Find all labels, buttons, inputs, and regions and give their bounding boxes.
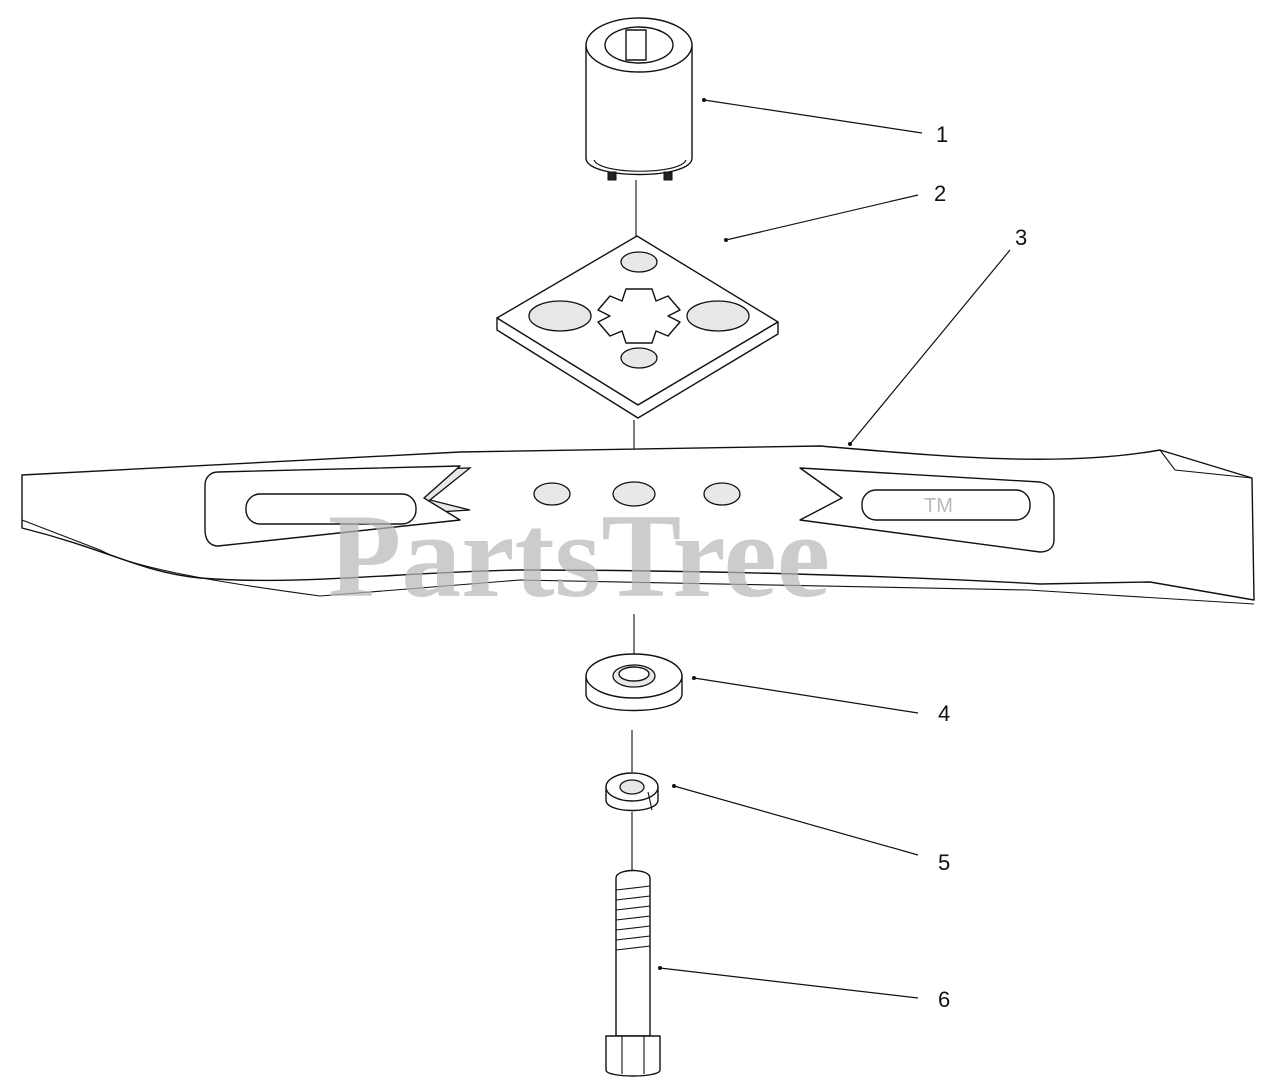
callout-1: 1: [936, 122, 948, 147]
leader-lines: [658, 98, 1011, 999]
part-1-spacer: [585, 17, 693, 181]
callout-2: 2: [934, 181, 946, 206]
callout-3: 3: [1015, 225, 1027, 250]
watermark-logo: PartsTree: [328, 489, 830, 622]
part-4-washer: [585, 653, 683, 712]
callout-6: 6: [938, 987, 950, 1012]
part-2-plate: [496, 235, 779, 419]
watermark-trademark: TM: [924, 495, 953, 517]
part-5-lock-washer: [605, 772, 659, 812]
part-6-bolt: [605, 869, 661, 1077]
callout-4: 4: [938, 701, 950, 726]
callout-5: 5: [938, 850, 950, 875]
part-3-blade: [21, 445, 1255, 605]
